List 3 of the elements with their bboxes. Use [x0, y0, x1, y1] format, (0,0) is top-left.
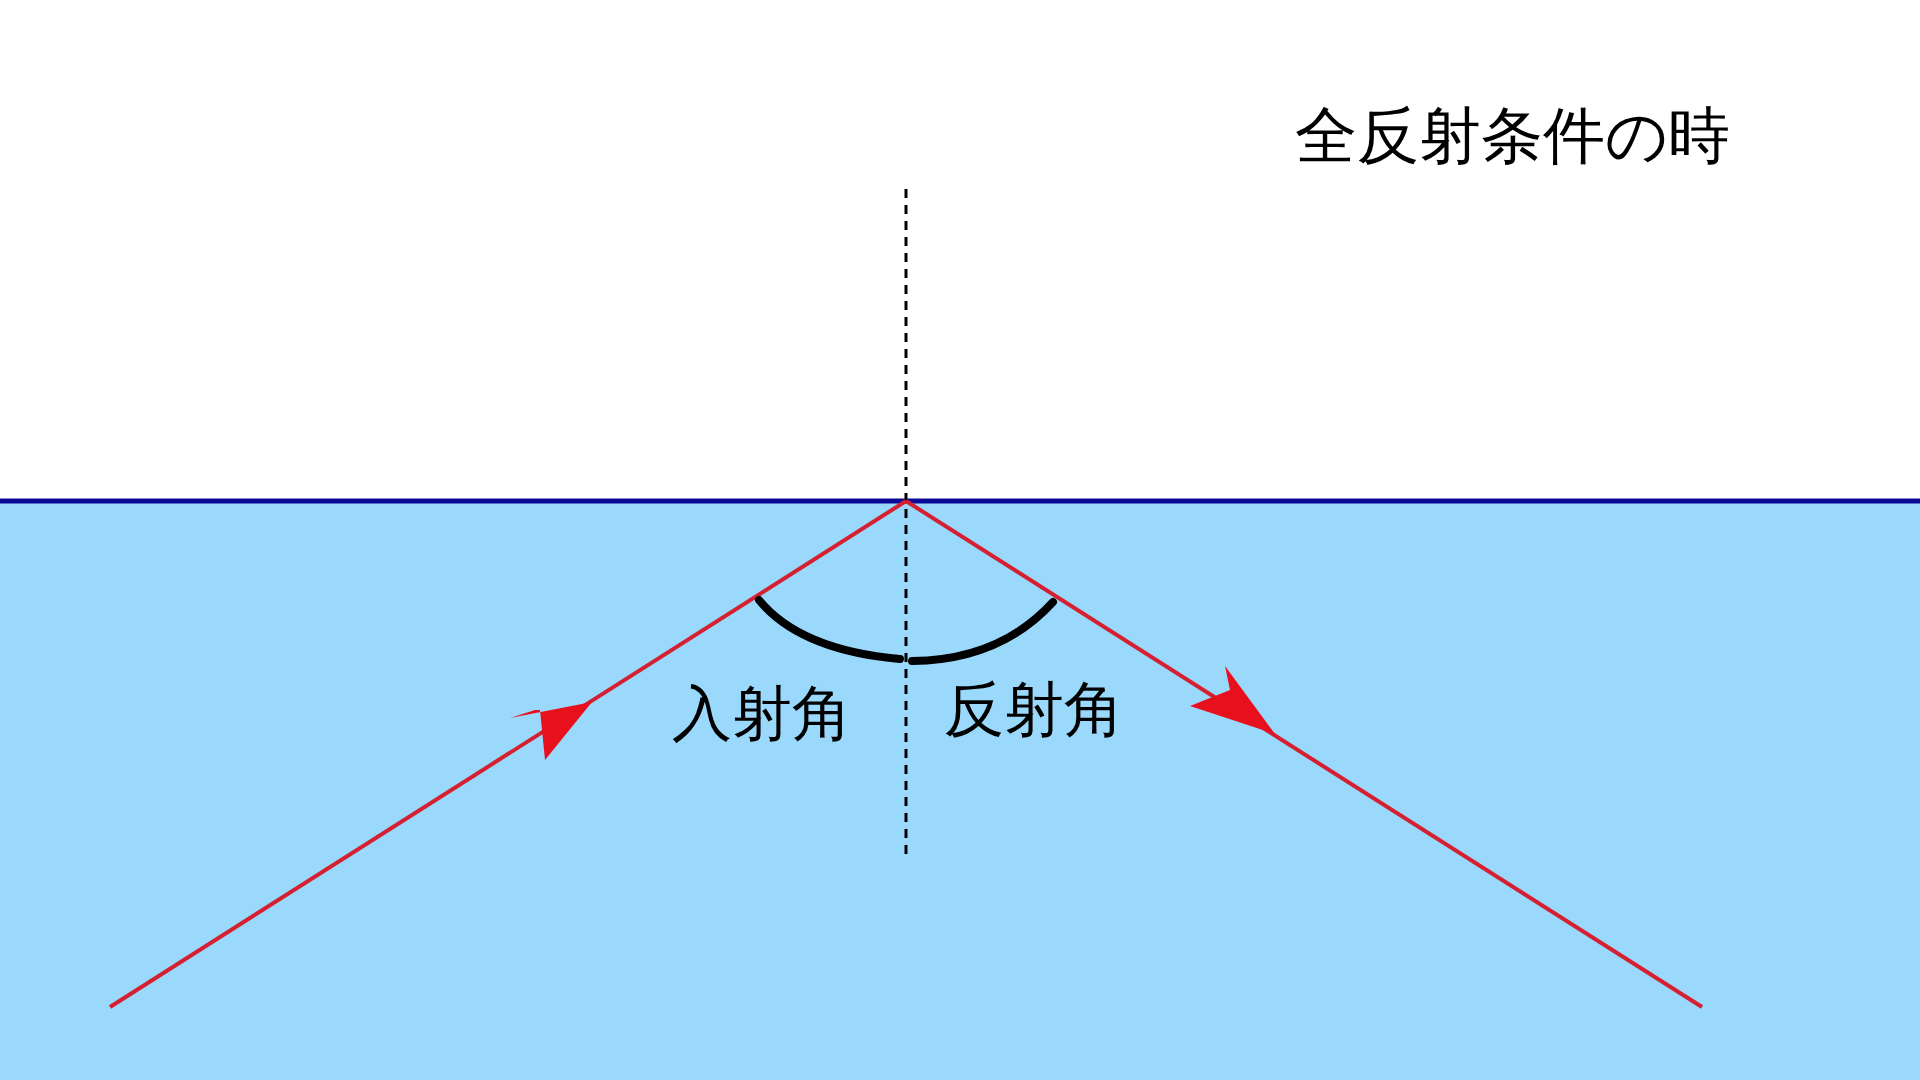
diagram-title: 全反射条件の時: [1295, 105, 1730, 167]
angle-label: 入射角: [672, 683, 852, 743]
angle-label: 反射角: [944, 679, 1124, 739]
